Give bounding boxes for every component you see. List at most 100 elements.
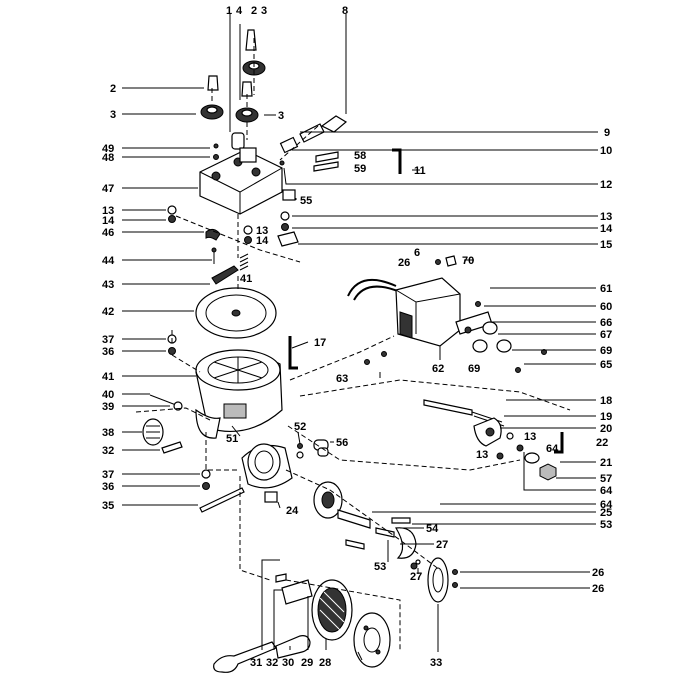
cable-part-61 (347, 278, 401, 301)
callout-47: 47 (102, 183, 114, 195)
ring-part-42 (195, 287, 277, 339)
callout-24: 25 (600, 507, 612, 519)
callout-labels: 1 4 2 3 8 2 3 3 9 49 10 48 58 11 59 12 4… (102, 5, 613, 669)
callout-55: 55 (300, 195, 312, 207)
nut-part-21 (539, 463, 557, 481)
pad-part-29 (311, 579, 353, 641)
callout-31: 30 (282, 657, 294, 669)
callout-32-left: 32 (102, 445, 114, 457)
callout-38: 38 (102, 427, 114, 439)
housing-part-41 (195, 349, 283, 439)
label-part-56 (264, 491, 278, 503)
nuts-part-63 (364, 351, 387, 365)
screw-part-32-bottom (275, 573, 287, 583)
callout-15: 15 (600, 239, 612, 251)
pin-part-4 (241, 81, 253, 97)
callout-13-left: 13 (102, 205, 114, 217)
callout-19: 20 (600, 423, 612, 435)
contact-parts-66-67-69-68 (455, 311, 512, 353)
washers-part-13-14-left (167, 205, 177, 223)
callout-30: 29 (301, 657, 313, 669)
callout-61: 61 (600, 283, 612, 295)
callout-11: 11 (414, 165, 426, 177)
callout-32-bottom: 32 (266, 657, 278, 669)
callout-39: 39 (102, 401, 114, 413)
callout-35: 35 (102, 500, 114, 512)
switch-housing-part-62 (395, 277, 461, 347)
callout-26-upper: 26 (592, 567, 604, 579)
top-casting-part-47 (199, 147, 283, 215)
callout-56: 24 (286, 505, 299, 517)
callout-29: 28 (319, 657, 331, 669)
callout-6: 6 (414, 247, 420, 259)
callout-13-mid: 13 (256, 225, 268, 237)
callout-1: 2 (110, 83, 116, 95)
callout-2: 1 (226, 5, 232, 17)
pin-part-51 (296, 443, 304, 459)
callout-50: 41 (240, 273, 252, 285)
washer-part-54 (410, 559, 421, 570)
callout-58: 58 (354, 150, 366, 162)
callout-10: 10 (600, 145, 612, 157)
callout-52: 56 (336, 437, 348, 449)
callout-3-left: 3 (110, 109, 116, 121)
bearing-part-53 (395, 527, 417, 559)
callout-53: 54 (426, 523, 439, 535)
spring-part-50 (239, 253, 249, 271)
pin-part-2 (245, 29, 257, 51)
callout-23: 64 (600, 499, 613, 511)
plate-part-15 (277, 231, 299, 247)
knob-part-19 (473, 417, 502, 447)
pins-part-26 (452, 569, 458, 588)
callout-40: 40 (102, 389, 114, 401)
callout-14-right: 14 (600, 223, 613, 235)
handle-part-33-31 (213, 635, 311, 673)
callout-8: 8 (342, 5, 348, 17)
callout-44: 44 (102, 255, 115, 267)
callout-36-bottom: 36 (102, 481, 114, 493)
gear-knob-part-38 (142, 418, 164, 446)
callout-3-right: 3 (278, 110, 284, 122)
callout-13-lower: 13 (476, 449, 488, 461)
callout-54-bottom: 27 (410, 571, 422, 583)
label-part-55 (282, 189, 296, 201)
cable-part-8 (299, 115, 348, 143)
hex-key-part-11 (392, 148, 402, 174)
screw-part-44 (211, 247, 217, 264)
gear-housing-part-57 (241, 443, 293, 489)
callout-70: 70 (462, 255, 474, 267)
callout-41: 41 (102, 371, 114, 383)
callout-48: 48 (102, 152, 114, 164)
sleeve-part-2 (231, 132, 245, 150)
washers-part-37-36-top (167, 334, 177, 355)
callout-26-top: 26 (398, 257, 410, 269)
callout-43: 43 (102, 279, 114, 291)
screws-part-60-65 (475, 301, 547, 373)
washers-part-13-14-right (280, 211, 290, 231)
callout-69: 69 (600, 345, 612, 357)
callout-49: 49 (102, 143, 114, 155)
callout-9: 9 (604, 127, 610, 139)
screws-part-13-22 (496, 432, 524, 460)
washers-part-13-14-mid (243, 225, 253, 244)
callout-3-top: 3 (261, 5, 267, 17)
bushing-part-52 (313, 439, 329, 457)
callout-60: 60 (600, 301, 612, 313)
callout-67: 67 (600, 329, 612, 341)
lever-part-43 (211, 265, 239, 285)
callout-1-top: 2 (251, 5, 257, 17)
callout-20: 22 (596, 437, 608, 449)
screw-part-40 (149, 394, 183, 411)
callout-51: 52 (294, 421, 306, 433)
callout-14-left: 14 (102, 215, 115, 227)
callout-13-right: 13 (600, 211, 612, 223)
callout-37-top: 37 (102, 334, 114, 346)
clamp-part-58-59 (313, 151, 339, 172)
callout-68: 69 (468, 363, 480, 375)
callout-27: 33 (430, 657, 442, 669)
callout-63: 63 (336, 373, 348, 385)
callout-25-left: 53 (374, 561, 386, 573)
callout-36-top: 36 (102, 346, 114, 358)
nut-part-64 (524, 452, 540, 464)
